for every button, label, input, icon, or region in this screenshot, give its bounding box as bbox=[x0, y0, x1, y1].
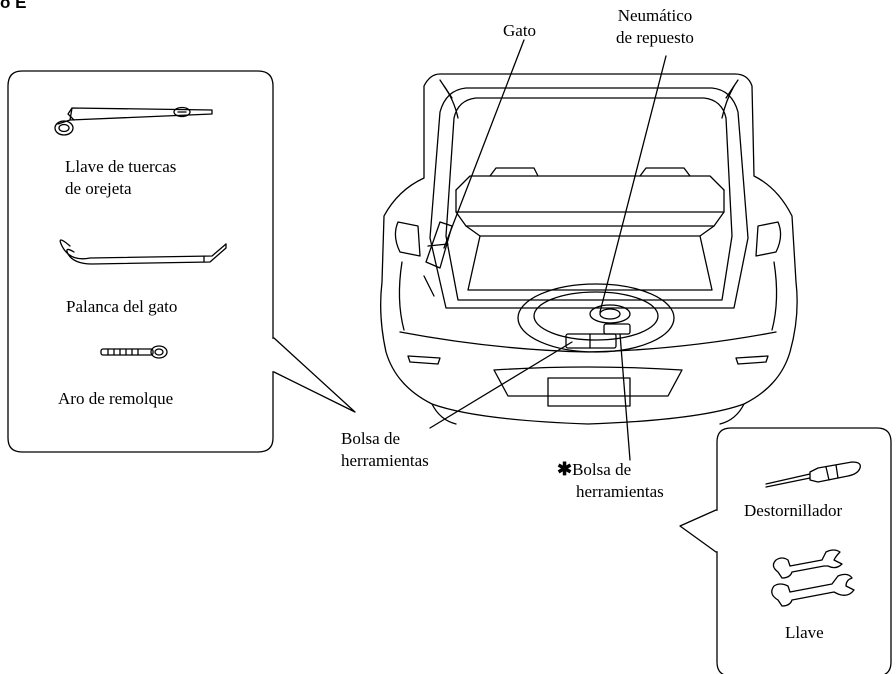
right-callout-box bbox=[716, 427, 892, 674]
label-towing-hook: Aro de remolque bbox=[58, 389, 174, 408]
label-lug-wrench-line2: de orejeta bbox=[65, 179, 132, 198]
label-spare-tire: Neumático de repuesto bbox=[600, 5, 710, 49]
label-lug-wrench: Llave de tuercas de orejeta bbox=[65, 156, 176, 200]
label-tool-bag-left-line1: Bolsa de bbox=[341, 429, 401, 448]
left-callout-pointer bbox=[273, 337, 356, 413]
label-wrench: Llave bbox=[785, 623, 824, 642]
label-tool-bag-right: ✱Bolsa de herramientas bbox=[557, 458, 664, 503]
label-jack-lever: Palanca del gato bbox=[66, 297, 178, 316]
leader-tool-bag-right bbox=[619, 333, 631, 461]
screwdriver-icon bbox=[765, 461, 861, 488]
label-tool-bag-left-line2: herramientas bbox=[341, 451, 429, 470]
label-spare-tire-line2: de repuesto bbox=[616, 28, 694, 47]
label-tool-bag-right-line2: herramientas bbox=[576, 482, 664, 501]
car-illustration bbox=[380, 73, 798, 425]
section-header: o E bbox=[0, 0, 27, 12]
towing-hook-icon bbox=[100, 345, 168, 359]
leader-tool-bag-left bbox=[429, 341, 573, 429]
label-lug-wrench-line1: Llave de tuercas bbox=[65, 157, 177, 176]
asterisk-mark: ✱ bbox=[557, 459, 573, 479]
label-screwdriver: Destornillador bbox=[744, 501, 843, 520]
label-tool-bag-right-line1: Bolsa de bbox=[572, 460, 632, 479]
wrench-icon bbox=[771, 549, 855, 607]
right-callout-pointer bbox=[679, 509, 717, 553]
label-spare-tire-line1: Neumático bbox=[617, 6, 693, 25]
leader-jack bbox=[443, 39, 525, 249]
jack-lever-icon bbox=[59, 239, 227, 265]
lug-wrench-icon bbox=[54, 106, 213, 136]
label-jack: Gato bbox=[503, 21, 537, 40]
left-callout-box bbox=[7, 70, 274, 453]
label-tool-bag-left: Bolsa de herramientas bbox=[341, 428, 429, 472]
leader-spare-tire bbox=[599, 55, 667, 313]
